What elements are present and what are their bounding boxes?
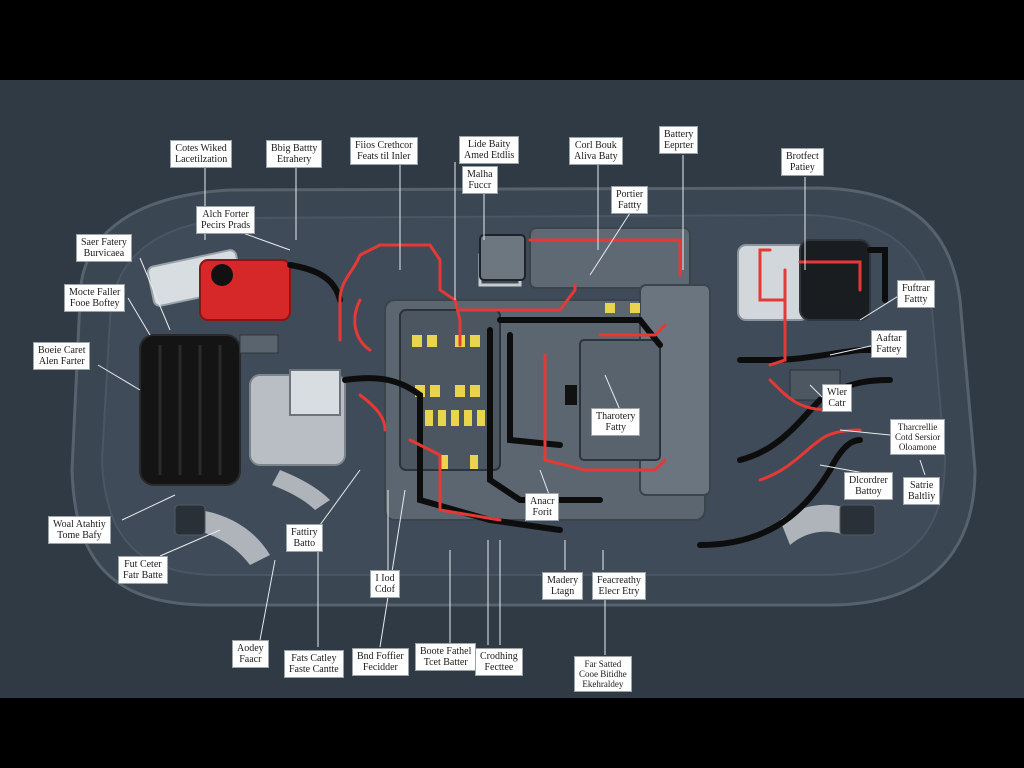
connector-housing xyxy=(289,369,341,416)
fuse xyxy=(430,385,440,397)
relay-box xyxy=(479,234,526,281)
left-components xyxy=(139,249,346,565)
pump xyxy=(174,504,206,536)
connector-block xyxy=(565,385,577,405)
radiator-fan xyxy=(139,334,241,486)
fuse xyxy=(470,385,480,397)
fuse xyxy=(470,455,478,469)
fuse xyxy=(451,410,459,426)
upper-housing xyxy=(529,227,691,289)
fuse xyxy=(455,385,465,397)
black-wires xyxy=(287,247,893,548)
fuse xyxy=(427,335,437,347)
battery xyxy=(737,244,809,321)
fuse xyxy=(438,410,446,426)
reservoir-cap xyxy=(211,264,233,286)
leader-lines xyxy=(97,155,926,655)
fuse xyxy=(412,335,422,347)
small-module xyxy=(239,334,279,354)
intake-pipe xyxy=(195,510,270,565)
fuse-box xyxy=(399,309,501,471)
fuse xyxy=(415,385,425,397)
fuse xyxy=(440,455,448,469)
fuse xyxy=(470,335,480,347)
fuse xyxy=(464,410,472,426)
fuse xyxy=(425,410,433,426)
right-pump xyxy=(839,504,876,536)
fuse xyxy=(630,303,640,313)
fuse xyxy=(477,410,485,426)
exhaust-pipe xyxy=(780,504,850,545)
pipe xyxy=(272,470,330,510)
fuse xyxy=(605,303,615,313)
battery-pack xyxy=(799,239,871,321)
control-unit xyxy=(579,339,661,461)
